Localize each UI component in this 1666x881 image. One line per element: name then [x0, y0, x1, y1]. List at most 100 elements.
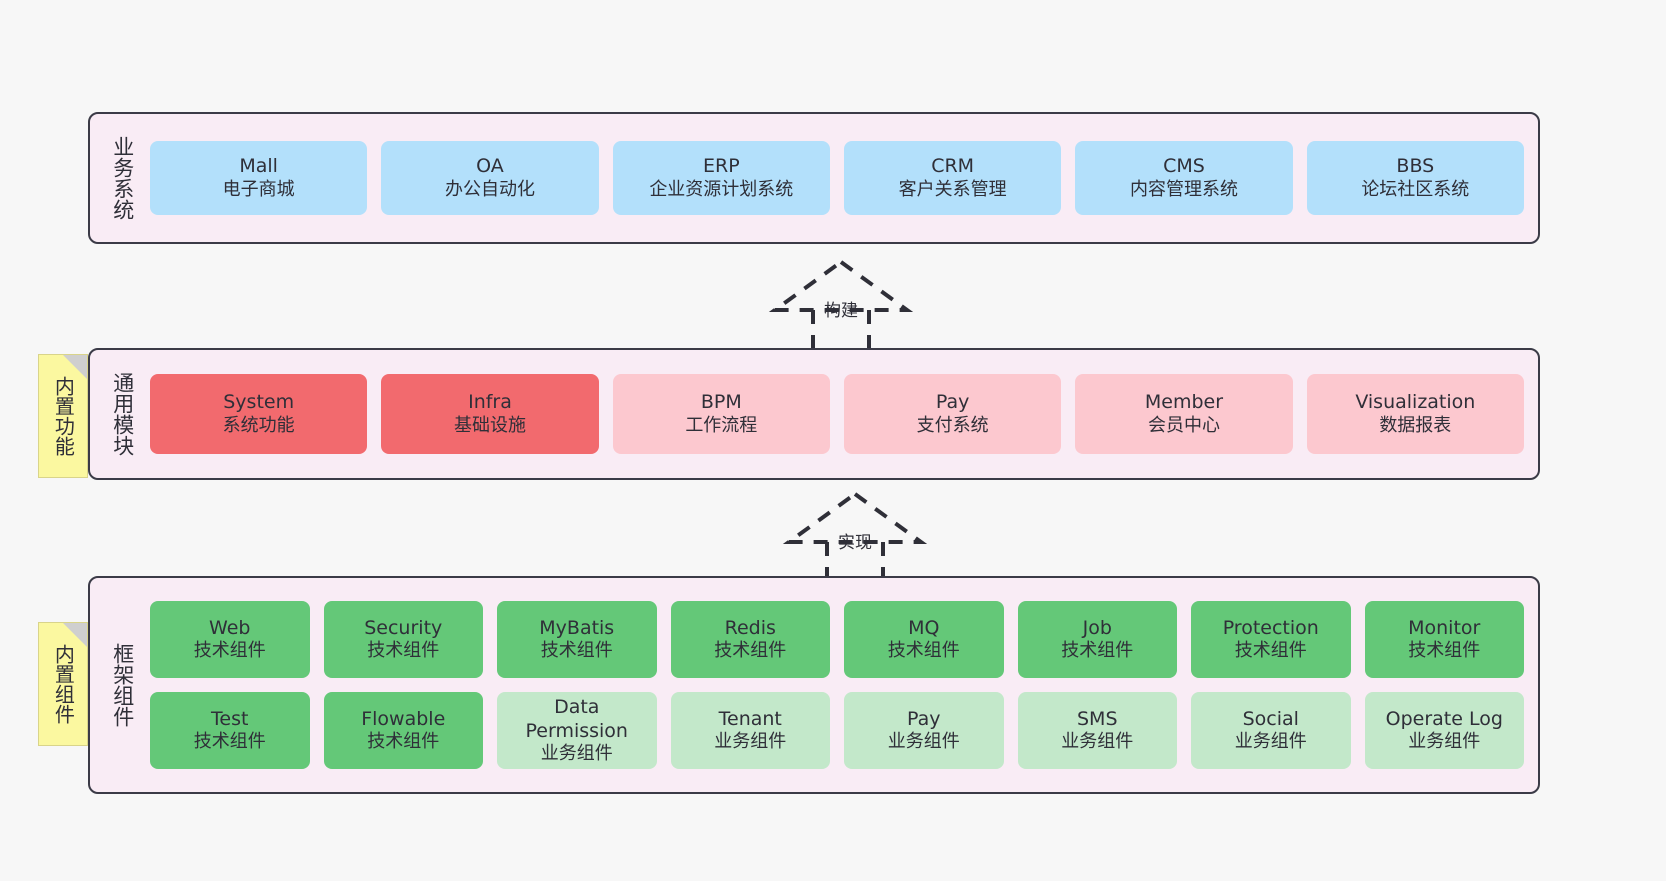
node-title-en: CMS: [1163, 155, 1205, 178]
node-data-permission[interactable]: Data Permission 业务组件: [497, 692, 657, 769]
node-title-cn: 技术组件: [193, 640, 266, 662]
node-title-cn: 支付系统: [916, 414, 989, 436]
common-module-node-grid: System 系统功能 Infra 基础设施 BPM 工作流程 Pay 支付系统…: [144, 374, 1538, 454]
node-title-en: Mall: [239, 155, 278, 178]
node-oa[interactable]: OA 办公自动化: [381, 141, 599, 215]
node-title-en: ERP: [702, 155, 740, 178]
node-security[interactable]: Security 技术组件: [323, 601, 483, 678]
node-redis[interactable]: Redis 技术组件: [670, 601, 830, 678]
layer-business-system-label: 业务系统: [110, 136, 135, 220]
arrow-implement-label: 实现: [838, 533, 872, 553]
node-title-en: BBS: [1396, 155, 1435, 178]
node-title-cn: 技术组件: [1234, 640, 1307, 662]
node-system[interactable]: System 系统功能: [150, 374, 368, 454]
node-title-cn: 技术组件: [367, 640, 440, 662]
node-crm[interactable]: CRM 客户关系管理: [843, 141, 1062, 215]
node-title-cn: 业务组件: [887, 731, 960, 753]
node-erp[interactable]: ERP 企业资源计划系统: [612, 141, 830, 215]
node-title-en: Security: [364, 616, 443, 639]
node-flowable[interactable]: Flowable 技术组件: [323, 692, 483, 769]
node-title-cn: 内容管理系统: [1129, 178, 1238, 200]
node-title-cn: 技术组件: [1061, 640, 1134, 662]
node-title-en: Social: [1242, 707, 1299, 730]
node-title-cn: 会员中心: [1147, 414, 1220, 436]
node-bpm[interactable]: BPM 工作流程: [612, 374, 830, 454]
node-pay-component[interactable]: Pay 业务组件: [844, 692, 1004, 769]
node-protection[interactable]: Protection 技术组件: [1191, 601, 1351, 678]
node-title-cn: 业务组件: [1234, 731, 1307, 753]
node-title-cn: 技术组件: [367, 731, 440, 753]
node-title-cn: 技术组件: [1408, 640, 1481, 662]
node-title-en: Redis: [724, 616, 776, 639]
node-title-en: Test: [211, 707, 249, 730]
node-mall[interactable]: Mall 电子商城: [150, 141, 368, 215]
node-title-en: CRM: [931, 155, 975, 178]
node-title-cn: 论坛社区系统: [1361, 178, 1470, 200]
node-visualization[interactable]: Visualization 数据报表: [1306, 374, 1524, 454]
node-title-en: Monitor: [1408, 616, 1481, 639]
node-social[interactable]: Social 业务组件: [1191, 692, 1351, 769]
note-builtin-components: 内置组件: [38, 622, 88, 746]
node-title-cn: 客户关系管理: [898, 178, 1007, 200]
note-builtin-functions-label: 内置功能: [51, 376, 76, 456]
node-title-cn: 技术组件: [714, 640, 787, 662]
node-title-cn: 技术组件: [887, 640, 960, 662]
arrow-build-label: 构建: [824, 301, 858, 321]
node-title-cn: 业务组件: [1408, 731, 1481, 753]
node-title-en: MQ: [908, 616, 940, 639]
note-builtin-components-label: 内置组件: [51, 644, 76, 724]
node-title-en: OA: [476, 155, 504, 178]
layer-common-module-label: 通用模块: [110, 372, 135, 456]
node-title-cn: 数据报表: [1379, 414, 1452, 436]
node-infra[interactable]: Infra 基础设施: [381, 374, 599, 454]
node-title-en: Tenant: [718, 707, 782, 730]
node-title-cn: 电子商城: [222, 178, 295, 200]
arrow-implement: 实现: [770, 490, 940, 582]
node-title-en: Job: [1082, 616, 1112, 639]
node-title-en: BPM: [700, 391, 742, 414]
node-cms[interactable]: CMS 内容管理系统: [1075, 141, 1293, 215]
layer-framework-component-label: 框架组件: [110, 643, 135, 727]
node-title-en: Infra: [468, 391, 512, 414]
layer-framework-component: 框架组件 Web 技术组件 Security 技术组件 MyBatis 技术组件…: [88, 576, 1540, 794]
arrow-build-icon: [768, 259, 914, 350]
page-fold-icon: [63, 355, 87, 379]
node-title-cn: 业务组件: [714, 731, 787, 753]
node-title-en: Pay: [907, 707, 941, 730]
node-title-en: Member: [1144, 391, 1224, 414]
node-title-cn: 业务组件: [1061, 731, 1134, 753]
node-job[interactable]: Job 技术组件: [1017, 601, 1177, 678]
node-title-en: Pay: [935, 391, 970, 414]
node-title-en: Web: [209, 616, 251, 639]
node-bbs[interactable]: BBS 论坛社区系统: [1306, 141, 1524, 215]
node-test[interactable]: Test 技术组件: [150, 692, 310, 769]
node-title-en: SMS: [1076, 707, 1118, 730]
node-title-en: Flowable: [361, 707, 446, 730]
node-mybatis[interactable]: MyBatis 技术组件: [497, 601, 657, 678]
node-title-cn: 工作流程: [685, 414, 758, 436]
node-sms[interactable]: SMS 业务组件: [1017, 692, 1177, 769]
node-monitor[interactable]: Monitor 技术组件: [1364, 601, 1524, 678]
node-title-cn: 办公自动化: [444, 178, 535, 200]
node-title-en: System: [223, 391, 295, 414]
page-fold-icon: [63, 623, 87, 647]
layer-business-system: 业务系统 Mall 电子商城 OA 办公自动化 ERP 企业资源计划系统 CRM…: [88, 112, 1540, 244]
node-title-en: Data Permission: [525, 696, 628, 742]
node-title-cn: 技术组件: [193, 731, 266, 753]
node-tenant[interactable]: Tenant 业务组件: [670, 692, 830, 769]
node-mq[interactable]: MQ 技术组件: [844, 601, 1004, 678]
node-title-en: Protection: [1222, 616, 1319, 639]
node-title-cn: 技术组件: [540, 640, 613, 662]
node-pay[interactable]: Pay 支付系统: [843, 374, 1062, 454]
node-title-cn: 业务组件: [540, 742, 613, 764]
node-operate-log[interactable]: Operate Log 业务组件: [1364, 692, 1524, 769]
business-system-node-grid: Mall 电子商城 OA 办公自动化 ERP 企业资源计划系统 CRM 客户关系…: [144, 141, 1538, 215]
node-member[interactable]: Member 会员中心: [1075, 374, 1293, 454]
framework-component-node-grid: Web 技术组件 Security 技术组件 MyBatis 技术组件 Redi…: [144, 601, 1538, 769]
node-title-cn: 基础设施: [453, 414, 526, 436]
layer-common-module: 通用模块 System 系统功能 Infra 基础设施 BPM 工作流程 Pay…: [88, 348, 1540, 480]
node-web[interactable]: Web 技术组件: [150, 601, 310, 678]
node-title-en: MyBatis: [539, 616, 615, 639]
arrow-build: 构建: [756, 258, 926, 350]
